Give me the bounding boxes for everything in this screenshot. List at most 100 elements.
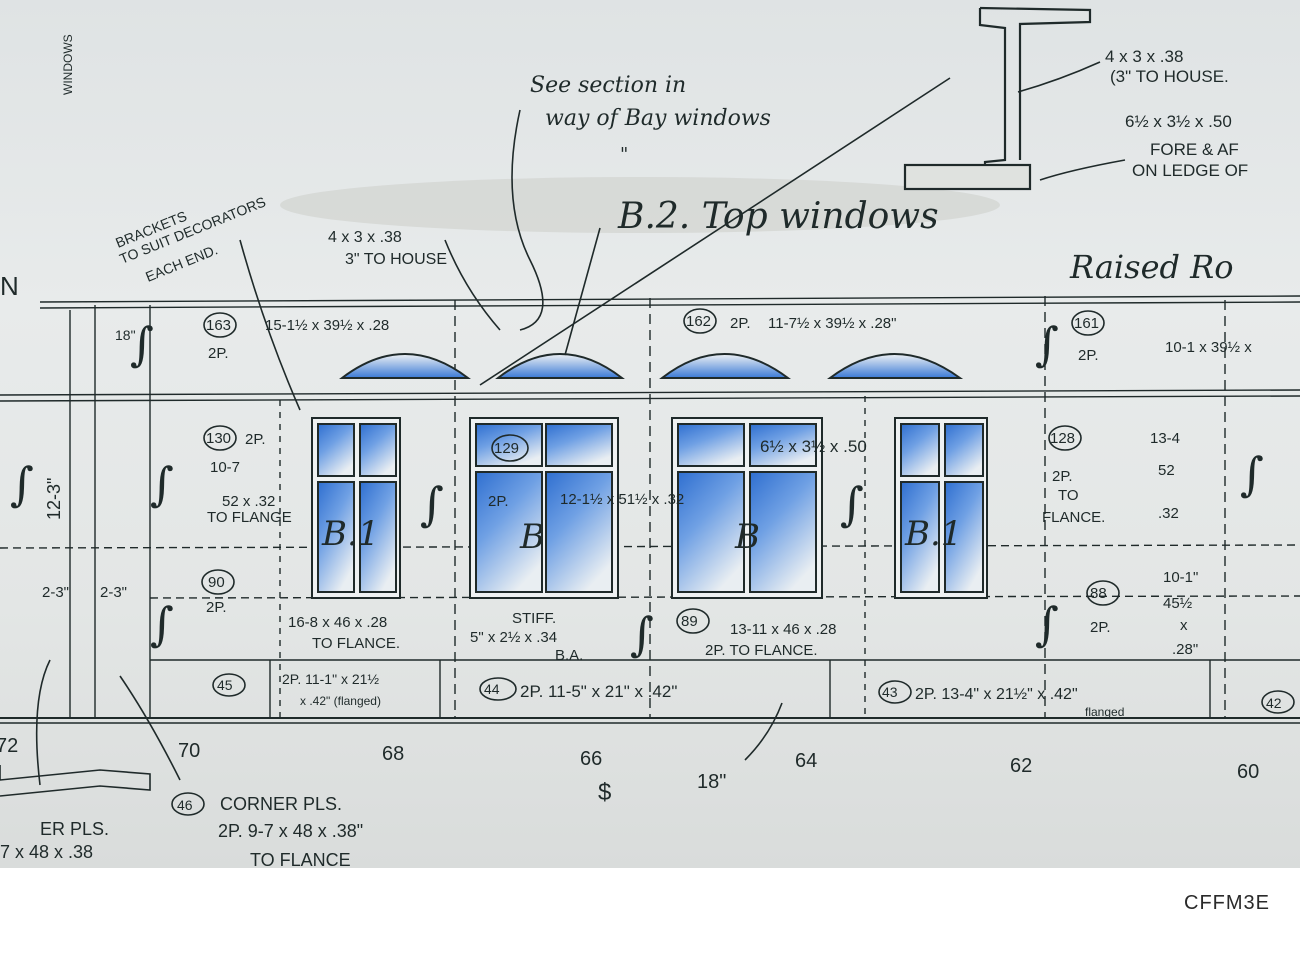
plate-42-num: 42 xyxy=(1266,695,1282,711)
raised-title: Raised Ro xyxy=(1069,248,1234,286)
plate-88-dim1: 10-1" xyxy=(1163,569,1198,586)
profile-note-3: 6½ x 3½ x .50 xyxy=(1125,112,1232,131)
top-windows-title: B.2. Top windows xyxy=(617,196,939,237)
frame-64: 64 xyxy=(795,750,817,772)
frame-68: 68 xyxy=(382,743,404,765)
frame-62: 62 xyxy=(1010,755,1032,777)
plate-128-dim3: .32 xyxy=(1158,505,1179,522)
plate-43-dims: 2P. 13-4" x 21½" x .42" xyxy=(915,686,1078,703)
plate-88-num: 88 xyxy=(1090,585,1107,602)
plates-top-row: 163 2P. 15-1½ x 39½ x .28 162 2P. 11-7½ … xyxy=(206,313,1252,364)
corner-plates-note: 46 CORNER PLS. 2P. 9-7 x 48 x .38" TO FL… xyxy=(0,794,363,868)
svg-text:∫: ∫ xyxy=(840,477,864,531)
plate-163-num: 163 xyxy=(206,317,231,334)
top-windows xyxy=(339,353,964,379)
svg-text:∫: ∫ xyxy=(150,597,174,651)
corner-dims: 2P. 9-7 x 48 x .38" xyxy=(218,821,363,841)
plate-45-num: 45 xyxy=(217,677,233,693)
plates-low-row: 90 2P. 16-8 x 46 x .28 TO FLANCE. STIFF.… xyxy=(206,569,1198,664)
plate-90-dim2: TO FLANCE. xyxy=(312,635,400,652)
height-mark-5: 18" xyxy=(697,771,726,793)
profile-note-1: 4 x 3 x .38 xyxy=(1105,47,1183,66)
plate-45-dims2: x .42" (flanged) xyxy=(300,694,381,708)
plate-130-dim2: 52 x .32 xyxy=(222,493,275,510)
profile-notes: 4 x 3 x .38 (3" TO HOUSE. 6½ x 3½ x .50 … xyxy=(1105,47,1248,180)
leader-lines xyxy=(0,61,1126,797)
svg-text:∫: ∫ xyxy=(10,457,34,511)
section-marks: ∫ ∫ ∫ ∫ ∫ ∫ ∫ ∫ ∫ ∫ xyxy=(10,317,1264,661)
plate-89-p: 2P. TO FLANCE. xyxy=(705,642,818,659)
window-label-4: B.1 xyxy=(904,514,962,554)
plate-129-p: 2P. xyxy=(488,493,509,510)
bay-note-line2: way of Bay windows xyxy=(545,106,771,131)
plate-90-p: 2P. xyxy=(206,599,227,616)
left-dim-line1: 4 x 3 x .38 xyxy=(328,229,402,246)
plate-163-p: 2P. xyxy=(208,345,229,362)
svg-text:∫: ∫ xyxy=(630,607,654,661)
plate-44-dims: 2P. 11-5" x 21" x .42" xyxy=(520,682,677,701)
left-dim-note: 4 x 3 x .38 3" TO HOUSE xyxy=(328,229,447,268)
frame-numbers: 72 70 68 66 64 62 60 $ xyxy=(0,735,1259,806)
window-label-3: B xyxy=(734,517,760,557)
profile-note-4: FORE & AF xyxy=(1150,140,1239,159)
plate-128-dim1: 13-4 xyxy=(1150,430,1180,447)
left-edge-letter: N xyxy=(0,271,19,301)
plate-163-dims: 15-1½ x 39½ x .28 xyxy=(265,317,389,334)
svg-text:∫: ∫ xyxy=(1035,317,1059,371)
frame-66: 66 xyxy=(580,748,602,770)
pencil-smudge xyxy=(280,177,1000,233)
bay-note-line1: See section in xyxy=(530,73,686,98)
blueprint-drawing: See section in way of Bay windows B.2. T… xyxy=(0,6,1300,868)
plates-bottom-row: 45 2P. 11-1" x 21½ x .42" (flanged) 44 2… xyxy=(217,671,1282,719)
plate-129-dims: 12-1½ x 51½ x .32 xyxy=(560,491,684,508)
left-dim-line2: 3" TO HOUSE xyxy=(345,251,447,268)
plate-90-ba: B.A. xyxy=(555,647,583,664)
plate-162-dims: 11-7½ x 39½ x .28" xyxy=(768,315,896,332)
profile-note-5: ON LEDGE OF xyxy=(1132,161,1248,180)
corner-tail: TO FLANCE xyxy=(250,850,351,868)
plate-128-to: TO xyxy=(1058,487,1079,504)
plate-128-num: 128 xyxy=(1050,430,1075,447)
plate-128-dim2: 52 xyxy=(1158,462,1175,479)
svg-text:∫: ∫ xyxy=(130,317,154,371)
plate-130-dim3: TO FLANGE xyxy=(207,509,292,526)
plate-43-dims2: flanged xyxy=(1085,705,1124,719)
height-mark-1: 2-3" xyxy=(42,584,69,601)
window-labels: B.1 B B B.1 xyxy=(321,514,962,557)
plate-130-p: 2P. xyxy=(245,431,266,448)
windows xyxy=(311,417,988,599)
height-mark-2: 2-3" xyxy=(100,584,127,601)
plate-88-dim2: 45½ xyxy=(1163,595,1193,612)
frame-60: 60 xyxy=(1237,761,1259,783)
plate-45-dims: 2P. 11-1" x 21½ xyxy=(282,671,379,687)
plate-162-num: 162 xyxy=(686,313,711,330)
plate-90-stiff: STIFF. xyxy=(512,610,556,627)
blueprint-sheet: See section in way of Bay windows B.2. T… xyxy=(0,0,1300,868)
plate-90-stiff-dims: 5" x 2½ x .34 xyxy=(470,629,557,646)
plate-88-dim3: x xyxy=(1180,617,1188,634)
brackets-note: BRACKETS TO SUIT DECORATORS EACH END. xyxy=(113,193,268,284)
svg-text:∫: ∫ xyxy=(1035,597,1059,651)
corner-left-1: ER PLS. xyxy=(40,819,109,839)
footer-strip: CFFM3E xyxy=(0,868,1300,953)
plate-43-num: 43 xyxy=(882,684,898,700)
frame-72: 72 xyxy=(0,735,18,757)
window-label-1: B.1 xyxy=(321,514,379,554)
ditto-mark: " xyxy=(620,144,628,165)
plate-circles xyxy=(171,308,1295,816)
windows-side-label: WINDOWS xyxy=(61,34,75,95)
plate-128-p: 2P. xyxy=(1052,468,1073,485)
height-marks: 2-3" 2-3" 12-3" 18" 18" xyxy=(42,327,726,793)
corner-num: 46 xyxy=(177,797,193,813)
plate-88-dim4: .28" xyxy=(1172,641,1198,658)
height-mark-3: 12-3" xyxy=(44,478,64,520)
profile-note-2: (3" TO HOUSE. xyxy=(1110,67,1229,86)
plate-128-flange: FLANCE. xyxy=(1042,509,1105,526)
plate-129-num: 129 xyxy=(494,440,519,457)
plate-44-num: 44 xyxy=(484,681,500,697)
plate-90-dim1: 16-8 x 46 x .28 xyxy=(288,614,387,631)
plate-161-p: 2P. xyxy=(1078,347,1099,364)
watermark-id: CFFM3E xyxy=(1184,892,1270,914)
plate-90-num: 90 xyxy=(208,574,225,591)
height-mark-4: 18" xyxy=(115,327,136,343)
